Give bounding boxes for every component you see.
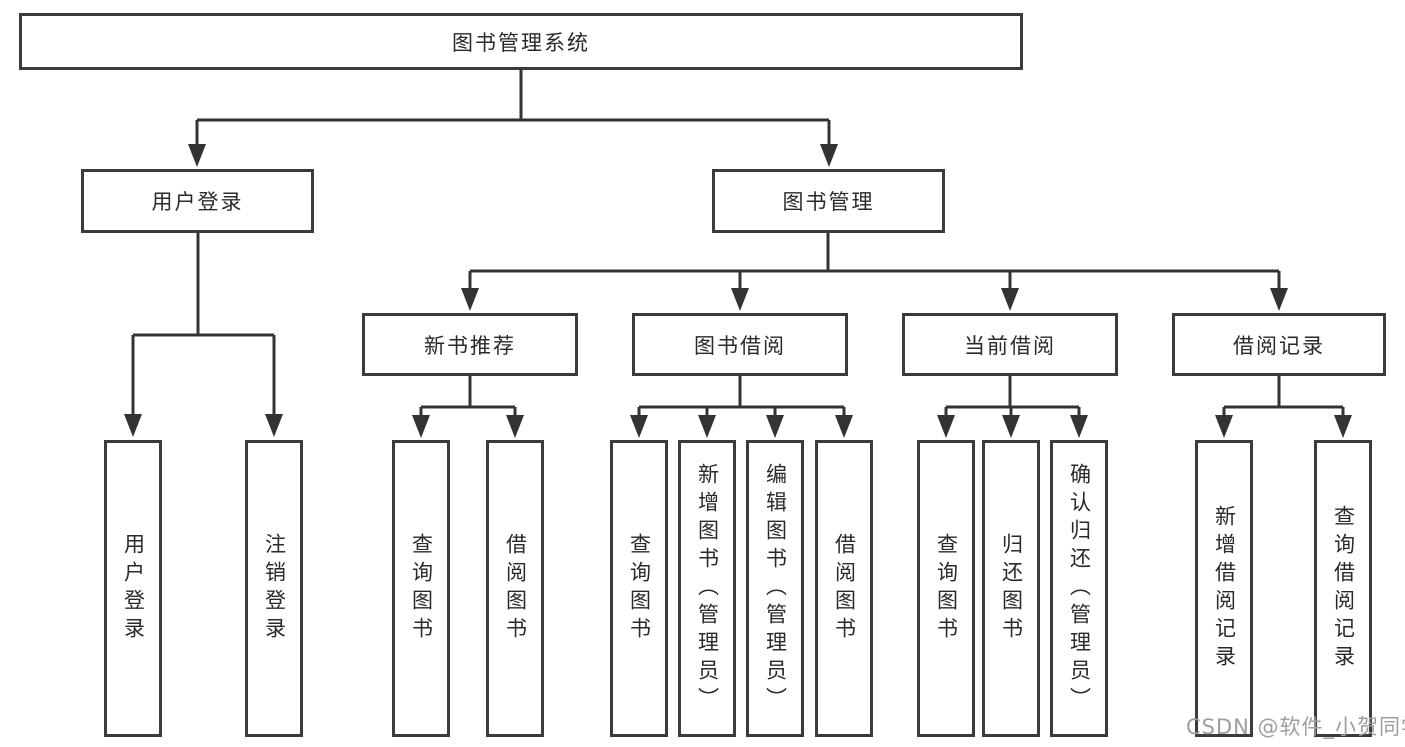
- node-book-borrow: 图书借阅: [632, 313, 848, 376]
- node-borrow-records: 借阅记录: [1172, 313, 1386, 376]
- leaf-label: 新增图书（管理员）: [695, 462, 720, 715]
- leaf-query-books-recommend: 查询图书: [392, 440, 450, 737]
- leaf-confirm-return-admin: 确认归还（管理员）: [1050, 440, 1108, 737]
- leaf-label: 编辑图书（管理员）: [763, 462, 788, 715]
- node-book-management: 图书管理: [712, 169, 945, 233]
- leaf-label: 确认归还（管理员）: [1067, 462, 1092, 715]
- leaf-label: 查询图书: [627, 532, 652, 645]
- leaf-label: 归还图书: [999, 532, 1024, 645]
- leaf-label: 借阅图书: [503, 532, 528, 645]
- leaf-borrow-books: 借阅图书: [815, 440, 873, 737]
- leaf-label: 注销登录: [262, 532, 287, 645]
- leaf-borrow-books-recommend: 借阅图书: [486, 440, 544, 737]
- node-user-login: 用户登录: [81, 169, 314, 233]
- leaf-query-borrow-record: 查询借阅记录: [1314, 440, 1372, 737]
- leaf-query-books-current: 查询图书: [917, 440, 975, 737]
- leaf-add-borrow-record: 新增借阅记录: [1195, 440, 1253, 737]
- leaf-label: 查询图书: [934, 532, 959, 645]
- arrowhead-icons: [124, 144, 1352, 438]
- leaf-label: 借阅图书: [832, 532, 857, 645]
- leaf-add-book-admin: 新增图书（管理员）: [678, 440, 736, 737]
- leaf-label: 查询借阅记录: [1331, 504, 1356, 673]
- node-current-borrow: 当前借阅: [902, 313, 1118, 376]
- leaf-return-book: 归还图书: [982, 440, 1040, 737]
- node-new-book-recommend: 新书推荐: [362, 313, 578, 376]
- leaf-edit-book-admin: 编辑图书（管理员）: [746, 440, 804, 737]
- leaf-logout: 注销登录: [245, 440, 303, 737]
- leaf-label: 用户登录: [121, 532, 146, 645]
- leaf-label: 查询图书: [409, 532, 434, 645]
- leaf-label: 新增借阅记录: [1212, 504, 1237, 673]
- leaf-user-login: 用户登录: [104, 440, 162, 737]
- node-root: 图书管理系统: [19, 13, 1023, 70]
- leaf-query-books-borrow: 查询图书: [610, 440, 668, 737]
- watermark: CSDN @软件_小贺同学: [1186, 715, 1405, 739]
